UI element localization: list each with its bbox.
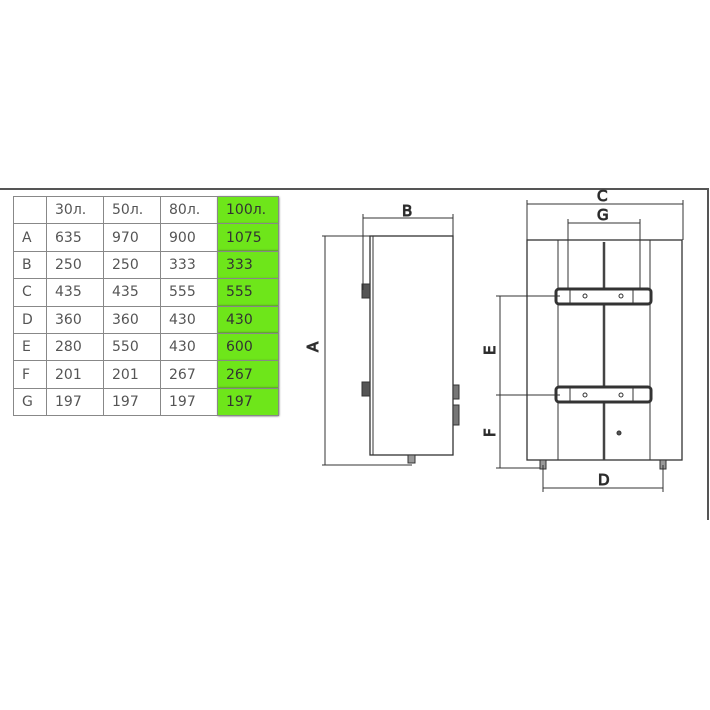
cell-highlighted: 430 <box>217 305 279 334</box>
label-c: C <box>597 187 607 205</box>
cell: 250 <box>103 250 161 280</box>
label-g: G <box>597 206 609 224</box>
cell: 280 <box>46 332 104 362</box>
cell: 635 <box>46 223 104 252</box>
cell: 430 <box>160 305 218 334</box>
cell-highlighted: 1075 <box>217 223 279 252</box>
cell-highlighted: 333 <box>217 250 279 280</box>
row-label: D <box>13 305 47 334</box>
cell: 430 <box>160 332 218 362</box>
cell: 197 <box>160 387 218 417</box>
label-f: F <box>481 428 499 437</box>
cell: 555 <box>160 278 218 307</box>
side-view <box>322 214 460 466</box>
frame-right-border <box>707 188 709 520</box>
label-e: E <box>481 346 499 355</box>
row-label: G <box>13 387 47 417</box>
front-view <box>496 200 684 492</box>
cell: 435 <box>103 278 161 307</box>
cell: 201 <box>103 360 161 389</box>
cell: 250 <box>46 250 104 280</box>
header-cell-highlighted: 100л. <box>217 195 279 225</box>
label-a: A <box>304 341 322 352</box>
cell: 550 <box>103 332 161 362</box>
cell: 333 <box>160 250 218 280</box>
header-cell: 50л. <box>103 195 161 225</box>
table-header-row: 30л. 50л. 80л. 100л. <box>13 195 279 225</box>
label-b: B <box>402 202 412 220</box>
cell-highlighted: 197 <box>217 387 279 417</box>
cell-highlighted: 555 <box>217 278 279 307</box>
frame-top-border <box>0 188 708 190</box>
cell: 267 <box>160 360 218 389</box>
cell-highlighted: 600 <box>217 332 279 362</box>
cell: 197 <box>103 387 161 417</box>
label-d: D <box>598 471 610 489</box>
row-label: E <box>13 332 47 362</box>
cell: 970 <box>103 223 161 252</box>
